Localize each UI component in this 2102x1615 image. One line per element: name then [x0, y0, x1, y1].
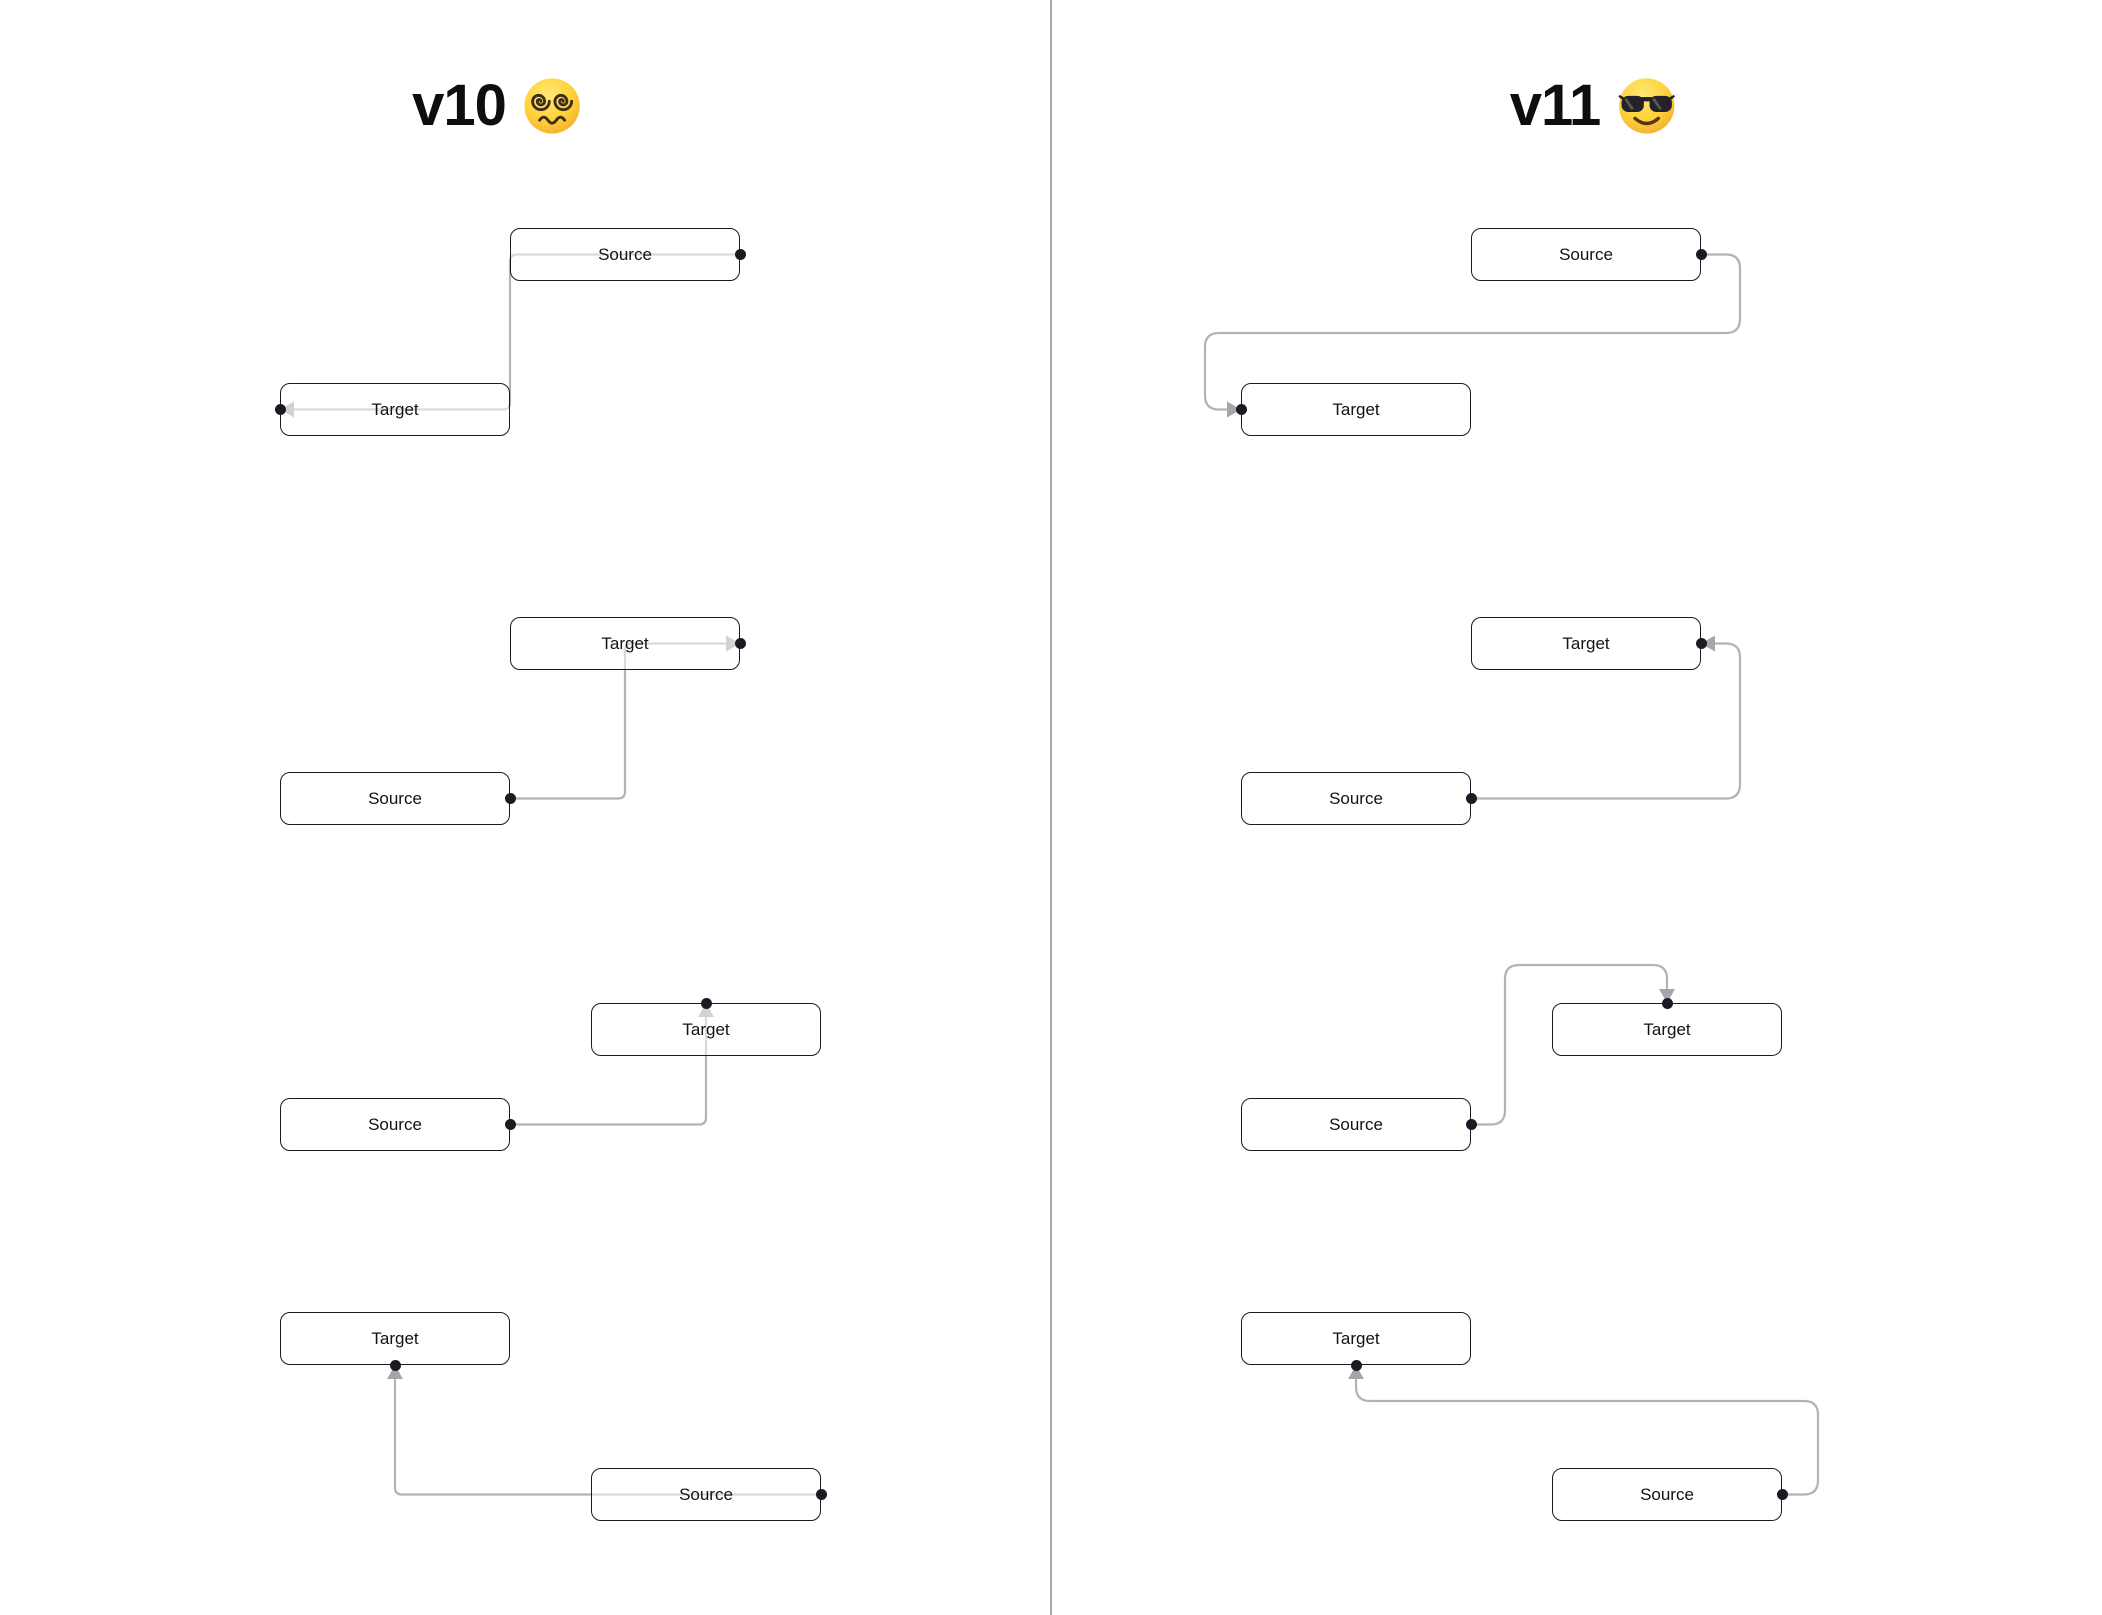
node-handle-right[interactable] [1695, 249, 1707, 260]
node-source[interactable]: Source [591, 1468, 821, 1521]
node-label: Target [682, 1020, 730, 1039]
node-source[interactable]: Source [510, 228, 740, 281]
node-target[interactable]: Target [1471, 617, 1701, 670]
node-source[interactable]: Source [1241, 772, 1471, 825]
node-target[interactable]: Target [1552, 1003, 1782, 1056]
edge [508, 1001, 708, 1126]
panel-title-v10: v10 [412, 72, 582, 139]
node-label: Target [1643, 1020, 1691, 1039]
node-handle-left[interactable] [274, 404, 286, 415]
edge [1203, 253, 1742, 411]
edge-arrowhead [387, 1365, 403, 1379]
node-label: Target [1332, 400, 1380, 419]
panel-title-text: v11 [1509, 73, 1602, 138]
node-target[interactable]: Target [1241, 1312, 1471, 1365]
node-handle-left[interactable] [1235, 404, 1247, 415]
node-handle-bottom[interactable] [1350, 1359, 1362, 1371]
node-source[interactable]: Source [1241, 1098, 1471, 1151]
node-handle-top[interactable] [1661, 997, 1673, 1009]
node-target[interactable]: Target [280, 383, 510, 436]
node-handle-right[interactable] [504, 793, 516, 804]
node-source[interactable]: Source [1552, 1468, 1782, 1521]
node-source[interactable]: Source [280, 1098, 510, 1151]
smiling-face-with-sunglasses-emoji [1617, 77, 1675, 134]
edge [393, 1363, 823, 1496]
edge-arrowhead [1701, 635, 1715, 652]
panel-title-text: v10 [412, 73, 507, 138]
node-label: Target [1332, 1329, 1380, 1348]
node-target[interactable]: Target [510, 617, 740, 670]
node-handle-right[interactable] [1465, 1119, 1477, 1130]
node-label: Source [598, 245, 652, 264]
node-handle-right[interactable] [734, 249, 746, 260]
edge-arrowhead [1348, 1365, 1364, 1379]
node-handle-right[interactable] [504, 1119, 516, 1130]
edge-arrowhead [1659, 989, 1675, 1003]
panel-divider [1050, 0, 1052, 1615]
node-handle-right[interactable] [815, 1489, 827, 1500]
node-handle-right[interactable] [1776, 1489, 1788, 1500]
node-handle-top[interactable] [700, 997, 712, 1009]
node-handle-bottom[interactable] [389, 1359, 401, 1371]
node-handle-right[interactable] [1465, 793, 1477, 804]
node-label: Target [601, 634, 649, 653]
node-label: Source [368, 789, 422, 808]
node-label: Target [1562, 634, 1610, 653]
node-label: Source [1640, 1485, 1694, 1504]
edge [1354, 1363, 1820, 1496]
node-handle-right[interactable] [1695, 638, 1707, 649]
edge [1469, 642, 1742, 800]
edge-arrowhead [1227, 401, 1241, 418]
edge [1469, 963, 1669, 1126]
node-label: Target [371, 1329, 419, 1348]
node-label: Source [1329, 1115, 1383, 1134]
node-source[interactable]: Source [280, 772, 510, 825]
node-label: Source [1329, 789, 1383, 808]
node-target[interactable]: Target [280, 1312, 510, 1365]
node-source[interactable]: Source [1471, 228, 1701, 281]
node-label: Target [371, 400, 419, 419]
panel-title-v11: v11 [1510, 72, 1677, 139]
node-label: Source [679, 1485, 733, 1504]
node-handle-right[interactable] [734, 638, 746, 649]
node-target[interactable]: Target [591, 1003, 821, 1056]
node-target[interactable]: Target [1241, 383, 1471, 436]
node-label: Source [368, 1115, 422, 1134]
node-label: Source [1559, 245, 1613, 264]
face-with-spiral-eyes-emoji [524, 77, 580, 134]
